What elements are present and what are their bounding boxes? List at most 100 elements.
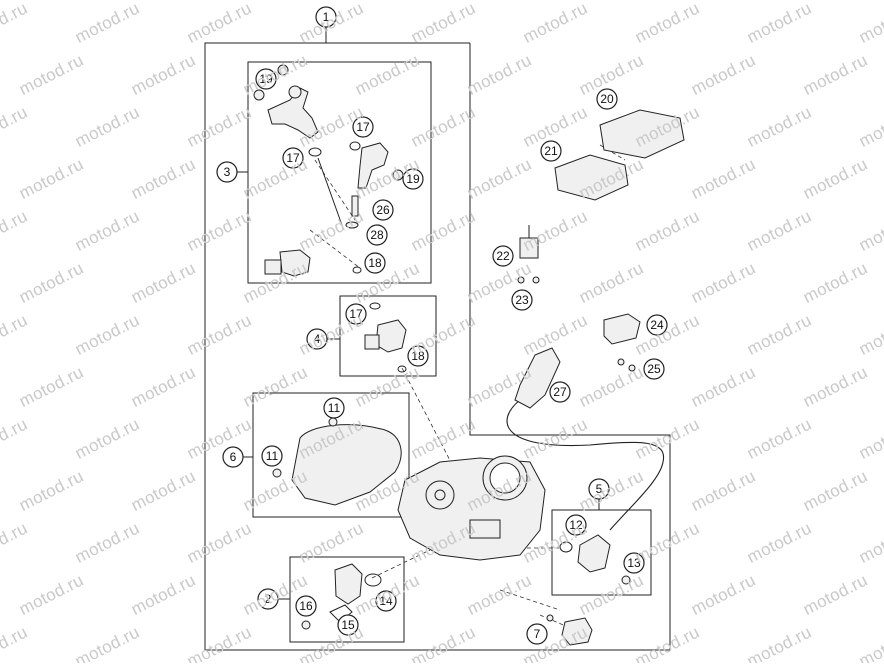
pressure-sensor-22 [519,237,539,259]
callout-1: 1 [315,6,337,28]
cover-screw-11-b [272,468,282,478]
bracket-boss [288,85,302,99]
o-ring-18-a [352,266,362,274]
callout-17-c: 17 [345,303,367,325]
guide-ecu [599,144,626,161]
idle-valve-o-ring [559,541,573,553]
svg-text:17: 17 [349,307,363,321]
throttle-lever-hub [434,489,446,501]
svg-text:7: 7 [534,627,541,641]
callout-17-a: 17 [282,147,304,169]
sensor-7-tip [546,614,554,622]
callout-11-a: 11 [323,397,345,419]
svg-text:20: 20 [600,92,614,106]
callout-16: 16 [295,595,317,617]
callout-22: 22 [492,245,514,267]
svg-text:2: 2 [265,592,272,606]
vacuum-hose [506,399,665,531]
callout-4: 4 [306,328,328,350]
svg-text:28: 28 [370,228,384,242]
callout-23: 23 [511,289,533,311]
callout-27: 27 [549,381,571,403]
air-temp-screw-25-a [617,358,625,366]
svg-text:11: 11 [266,449,279,463]
svg-text:13: 13 [627,556,641,570]
o-ring-18-b [397,365,407,373]
tps-sensor [334,563,363,605]
svg-text:17: 17 [356,120,370,134]
idle-valve-12 [577,534,611,573]
svg-text:1: 1 [323,10,330,24]
pressure-screw-23-a [517,276,525,284]
air-temp-screw-25-b [628,364,636,372]
fuel-line [317,157,344,229]
cover-screw-11-a [328,417,338,427]
svg-text:19: 19 [259,72,273,86]
svg-text:19: 19 [406,172,420,186]
washer-28 [345,221,359,229]
svg-text:4: 4 [314,332,321,346]
bolt-19-b [392,169,404,181]
callout-14: 14 [375,590,397,612]
o-ring-17-a [308,147,322,157]
svg-text:12: 12 [569,518,583,532]
svg-text:16: 16 [299,599,313,613]
svg-text:5: 5 [596,482,603,496]
callout-28: 28 [366,224,388,246]
callout-12: 12 [565,514,587,536]
callout-11-b: 11 [261,445,283,467]
svg-text:26: 26 [376,203,390,217]
guide-injector-rail [309,229,361,269]
callout-17-b: 17 [352,116,374,138]
ecu-holder-21 [554,154,629,201]
sensor-7 [561,617,593,646]
svg-text:14: 14 [379,594,393,608]
tps-gasket-15 [329,604,353,623]
callout-19-b: 19 [402,168,424,190]
svg-text:22: 22 [496,249,510,263]
svg-text:17: 17 [286,151,300,165]
fuel-rail-group-frame [247,61,432,284]
assembly-frame-1 [204,42,671,651]
pressure-screw-23-b [532,276,540,284]
svg-text:24: 24 [650,318,664,332]
callout-20: 20 [596,88,618,110]
callout-21: 21 [540,140,562,162]
bracket-bolt-b [253,89,265,101]
injector-group-frame [339,295,437,377]
svg-text:23: 23 [515,293,529,307]
callout-7: 7 [526,623,548,645]
guide-injector-body [401,367,456,471]
svg-text:15: 15 [341,618,355,632]
callout-13: 13 [623,552,645,574]
callout-18-a: 18 [364,252,386,274]
injector-rail [279,249,311,277]
callout-24: 24 [646,314,668,336]
svg-text:27: 27 [553,385,567,399]
throttle-cover [291,424,402,506]
o-ring-17-c [369,302,381,310]
injector [375,319,407,353]
callout-15: 15 [337,614,359,636]
cover-group-frame [252,392,410,518]
air-temp-sensor-24 [603,313,641,345]
injector-connector [264,259,282,275]
callout-25: 25 [643,358,665,380]
guide-screw-body [499,589,561,611]
guide-rail-pipe [314,159,356,221]
svg-text:25: 25 [647,362,661,376]
svg-text:21: 21 [544,144,558,158]
idle-valve-group-frame [551,509,652,596]
o-ring-17-b [349,141,361,151]
idle-valve-screw-13 [621,575,631,585]
callout-2: 2 [257,588,279,610]
callout-6: 6 [222,446,244,468]
throttle-body-boss [469,519,501,539]
svg-text:6: 6 [230,450,237,464]
injector-plug [364,334,380,350]
sensor-27 [514,347,561,409]
svg-text:18: 18 [368,256,382,270]
fuel-pipe-elbow [357,142,389,189]
